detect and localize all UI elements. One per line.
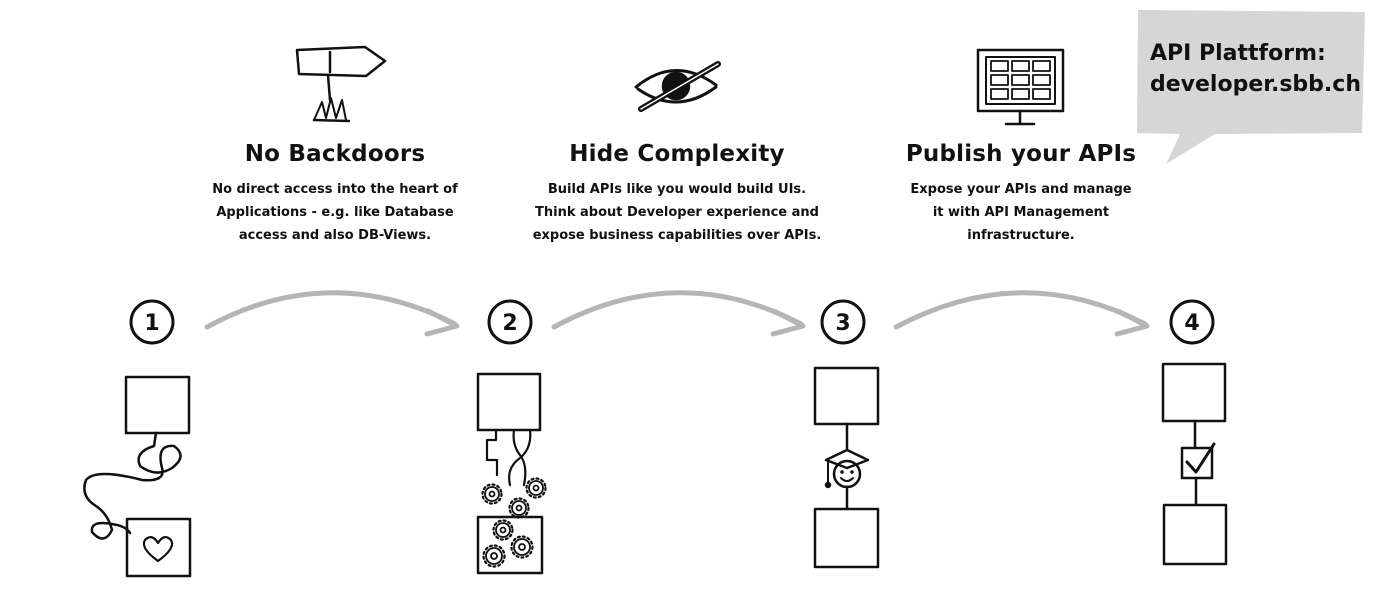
principle-title-no-backdoors: No Backdoors: [244, 141, 426, 167]
arrow-2-to-3: [551, 290, 806, 337]
step-1-circle: [129, 299, 175, 345]
monitor-grid-icon: [976, 48, 1065, 126]
checkbox-icon: [1161, 362, 1228, 566]
principle-desc-hide-complexity: Build APIs like you would build UIs. Thi…: [532, 182, 822, 243]
graduate-face-icon: [813, 366, 880, 569]
step-2-circle: [487, 299, 533, 345]
heart-box-icon: [83, 375, 192, 578]
step-2-number: 2: [502, 311, 517, 336]
principle-desc-publish-apis: Expose your APIs and manage it with API …: [910, 182, 1132, 243]
step-3-number: 3: [835, 311, 850, 336]
step-4-number: 4: [1184, 311, 1199, 336]
principle-desc-no-backdoors: No direct access into the heart of Appli…: [212, 182, 458, 243]
step-1-number: 1: [144, 311, 159, 336]
callout-line1: API Plattform:: [1150, 41, 1326, 66]
step-4-circle: [1169, 299, 1215, 345]
principle-title-publish-apis: Publish your APIs: [905, 141, 1137, 167]
gears-box-icon: [476, 372, 547, 575]
principle-title-hide-complexity: Hide Complexity: [569, 141, 785, 167]
callout-text: API Plattform: developer.sbb.ch: [1150, 38, 1361, 100]
arrow-3-to-4: [893, 290, 1150, 337]
arrow-1-to-2: [204, 290, 460, 337]
step-3-circle: [820, 299, 866, 345]
callout-line2: developer.sbb.ch: [1150, 72, 1361, 97]
hidden-eye-icon: [634, 61, 721, 112]
signpost-icon: [295, 45, 387, 123]
